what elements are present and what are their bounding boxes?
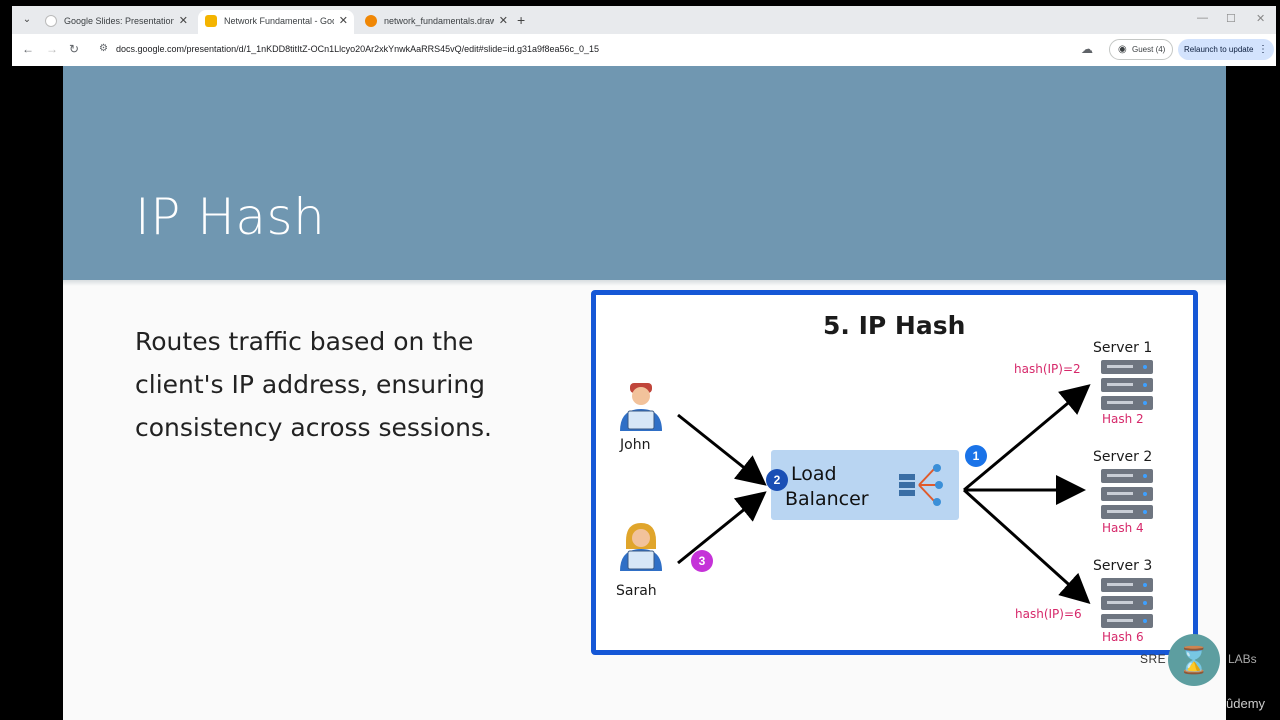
guest-icon: ◉ — [1118, 44, 1127, 55]
diagram-title: 5. IP Hash — [823, 311, 966, 340]
slides-favicon-icon — [205, 15, 217, 27]
more-menu-icon[interactable]: ⋮ — [1258, 44, 1268, 55]
load-balancer: Load Balancer — [771, 450, 959, 520]
tab-search-icon[interactable]: ⌄ — [22, 14, 32, 25]
hash-ip-top: hash(IP)=2 — [1014, 362, 1081, 376]
relaunch-label: Relaunch to update — [1184, 45, 1254, 54]
arrow-lb-to-server1 — [963, 384, 1091, 492]
step-badge-2: 2 — [766, 469, 788, 491]
drawio-favicon-icon — [365, 15, 377, 27]
tab-title: Google Slides: Presentation Slides — [64, 16, 174, 26]
forward-icon[interactable]: → — [46, 42, 58, 56]
address-bar: ← → ↻ ⚙ docs.google.com/presentation/d/1… — [12, 34, 1276, 66]
dna-logo-icon: ⌛ — [1168, 634, 1220, 686]
reload-icon[interactable]: ↻ — [69, 42, 80, 56]
arrow-sarah-to-lb — [677, 491, 767, 565]
slide: IP Hash Routes traffic based on the clie… — [63, 66, 1226, 720]
site-settings-icon[interactable]: ⚙ — [99, 43, 108, 54]
hash-label-1: Hash 2 — [1102, 412, 1144, 426]
profile-button[interactable]: ◉ Guest (4) — [1109, 39, 1173, 60]
google-favicon-icon — [45, 15, 57, 27]
close-tab-icon[interactable]: ✕ — [178, 15, 188, 27]
server-2-icon — [1101, 469, 1153, 523]
tab-title: Network Fundamental - Google Slides — [224, 16, 334, 26]
hash-label-2: Hash 4 — [1102, 521, 1144, 535]
tab-drawio[interactable]: network_fundamentals.drawio ✕ — [358, 10, 514, 34]
server-1-icon — [1101, 360, 1153, 414]
header-divider — [63, 280, 1226, 286]
server-3-icon — [1101, 578, 1153, 632]
watermark-labs: LABs — [1228, 652, 1257, 666]
watermark-sre: SRE — [1140, 652, 1167, 666]
lb-line1: Load — [791, 463, 837, 485]
lb-line2: Balancer — [785, 488, 869, 510]
slide-title: IP Hash — [135, 188, 326, 246]
network-switch-icon — [899, 464, 943, 506]
user-sarah-icon — [616, 521, 666, 573]
relaunch-button[interactable]: Relaunch to update ⋮ — [1178, 39, 1274, 60]
tab-strip: ⌄ Google Slides: Presentation Slides ✕ N… — [12, 6, 1276, 34]
udemy-logo: ûdemy — [1226, 696, 1266, 711]
hash-ip-bottom: hash(IP)=6 — [1015, 607, 1082, 621]
profile-label: Guest (4) — [1132, 45, 1166, 54]
cloud-icon[interactable]: ☁ — [1081, 42, 1093, 56]
client-label-sarah: Sarah — [616, 583, 657, 599]
hash-label-3: Hash 6 — [1102, 630, 1144, 644]
minimize-icon[interactable]: — — [1197, 12, 1208, 24]
step-badge-1: 1 — [965, 445, 987, 467]
arrow-lb-to-server3 — [962, 488, 1091, 605]
url-field[interactable]: docs.google.com/presentation/d/1_1nKDD8t… — [116, 44, 600, 54]
tab-google-slides[interactable]: Google Slides: Presentation Slides ✕ — [38, 10, 194, 34]
slide-header: IP Hash — [63, 66, 1226, 280]
back-icon[interactable]: ← — [22, 42, 34, 56]
slide-body-text: Routes traffic based on the client's IP … — [135, 327, 492, 442]
close-tab-icon[interactable]: ✕ — [338, 15, 348, 27]
close-tab-icon[interactable]: ✕ — [498, 15, 508, 27]
close-window-icon[interactable]: ✕ — [1256, 13, 1266, 25]
new-tab-icon[interactable]: + — [517, 12, 526, 28]
server-label-3: Server 3 — [1093, 558, 1153, 574]
user-john-icon — [616, 381, 666, 433]
ip-hash-diagram: 5. IP Hash — [591, 290, 1198, 655]
browser-window: ⌄ Google Slides: Presentation Slides ✕ N… — [12, 6, 1276, 66]
arrow-john-to-lb — [677, 413, 767, 486]
step-badge-3: 3 — [691, 550, 713, 572]
tab-network-fundamental[interactable]: Network Fundamental - Google Slides ✕ — [198, 10, 354, 34]
tab-title: network_fundamentals.drawio — [384, 16, 494, 26]
arrows — [677, 384, 1091, 605]
client-label-john: John — [620, 437, 651, 453]
maximize-icon[interactable]: ☐ — [1226, 13, 1236, 25]
server-label-2: Server 2 — [1093, 449, 1153, 465]
server-label-1: Server 1 — [1093, 340, 1153, 356]
load-balancer-label: Load Balancer — [785, 462, 869, 512]
